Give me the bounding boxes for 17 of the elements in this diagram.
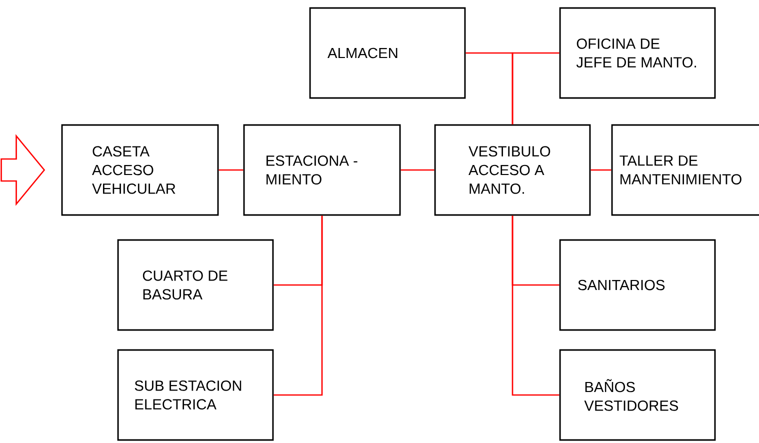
room-box: TALLER DE MANTENIMIENTO	[611, 124, 759, 216]
room-box: BAÑOS VESTIDORES	[559, 349, 716, 441]
room-box: ALMACEN	[309, 7, 466, 99]
connector-line	[512, 52, 560, 124]
connector-line	[590, 169, 612, 171]
room-box: VESTIBULO ACCESO A MANTO.	[434, 124, 591, 216]
room-box: SANITARIOS	[559, 239, 716, 331]
room-box: OFICINA DE JEFE DE MANTO.	[559, 7, 716, 99]
connector-line	[400, 169, 434, 171]
room-box: ESTACIONA - MIENTO	[243, 124, 401, 216]
connector-line	[218, 169, 244, 171]
room-box: SUB ESTACION ELECTRICA	[117, 349, 274, 441]
connector-line	[274, 216, 323, 396]
room-box: CUARTO DE BASURA	[117, 239, 274, 331]
connector-line	[512, 216, 560, 396]
entrance-arrow	[0, 134, 46, 206]
room-box: CASETA ACCESO VEHICULAR	[61, 124, 219, 216]
